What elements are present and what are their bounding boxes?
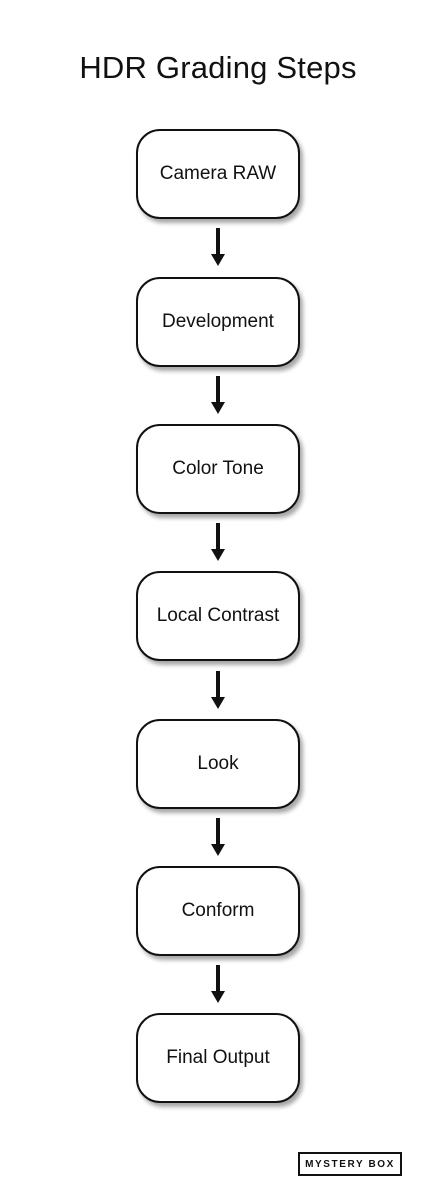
mystery-box-logo: MYSTERY BOX: [298, 1152, 402, 1176]
flow-arrow-icon: [211, 523, 225, 561]
flow-arrow-icon: [211, 671, 225, 709]
step-camera-raw: Camera RAW: [136, 129, 300, 219]
step-development: Development: [136, 277, 300, 367]
flow-arrow-icon: [211, 818, 225, 856]
step-conform: Conform: [136, 866, 300, 956]
diagram-title: HDR Grading Steps: [79, 50, 357, 85]
step-color-tone: Color Tone: [136, 424, 300, 514]
flow-arrow-icon: [211, 376, 225, 414]
flow-arrow-icon: [211, 965, 225, 1003]
flow-arrow-icon: [211, 228, 225, 266]
step-final-output: Final Output: [136, 1013, 300, 1103]
step-look: Look: [136, 719, 300, 809]
step-local-contrast: Local Contrast: [136, 571, 300, 661]
